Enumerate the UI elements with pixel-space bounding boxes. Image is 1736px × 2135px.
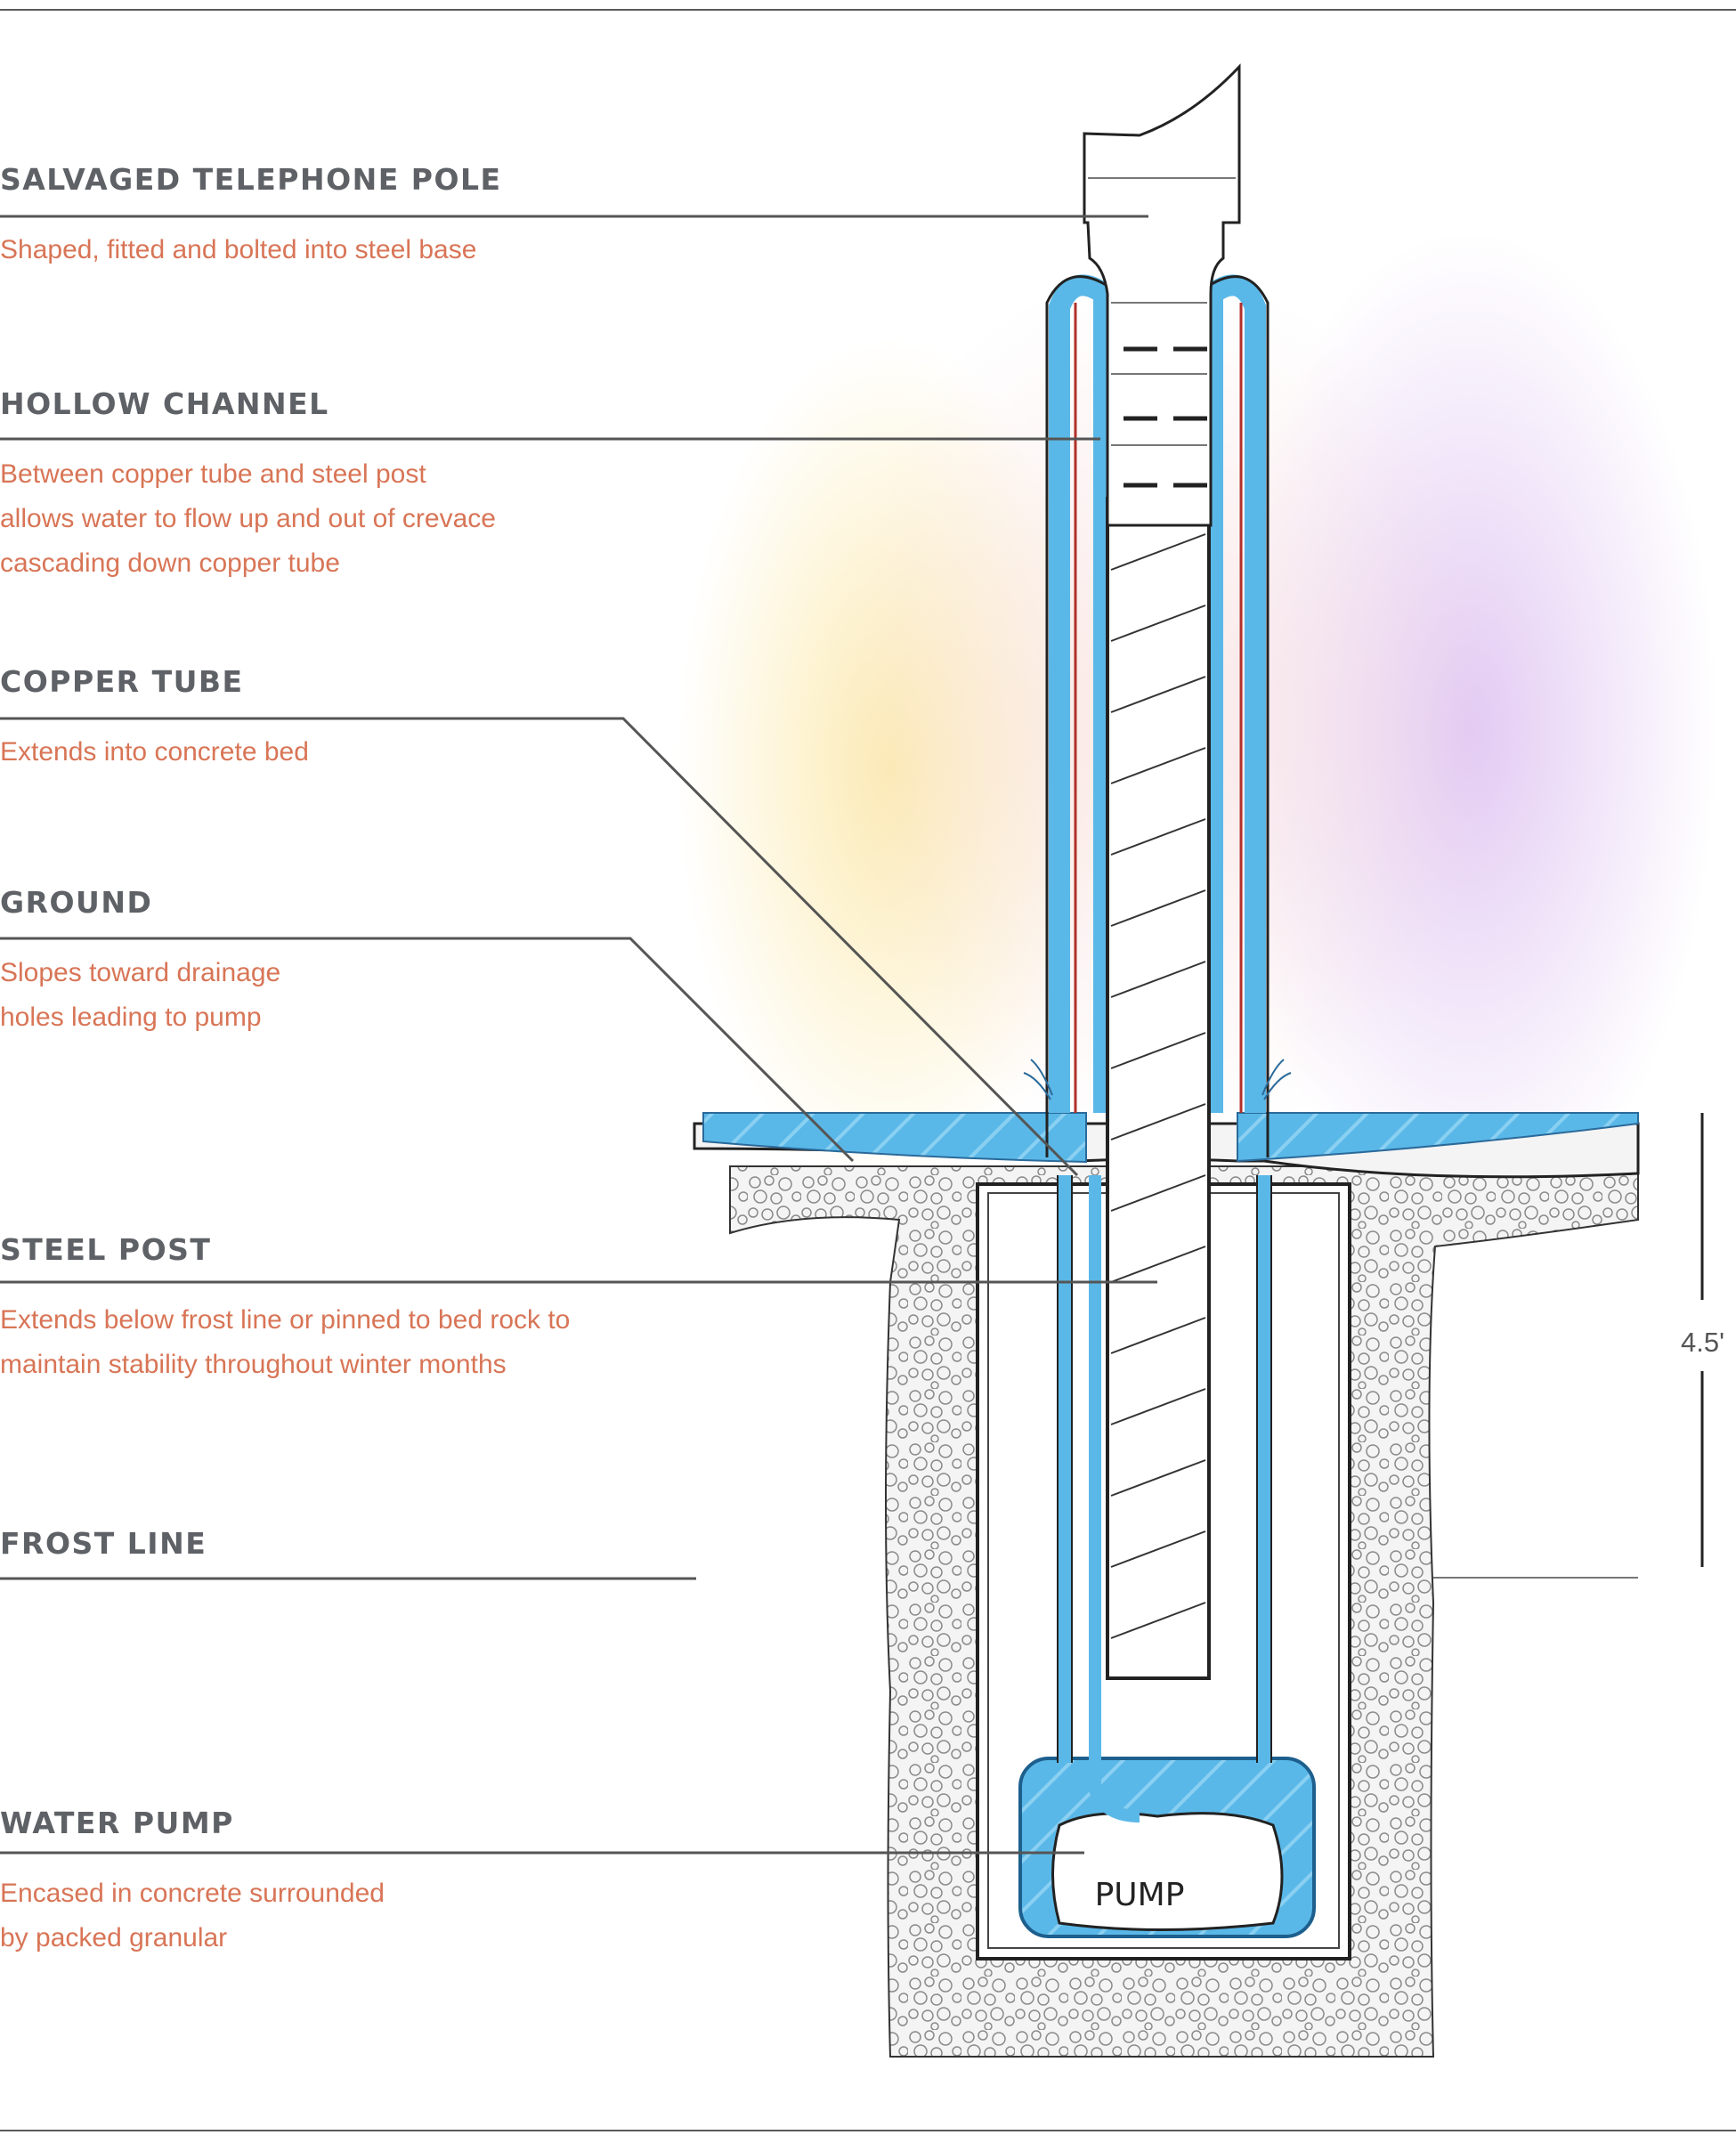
annotation-line: cascading down copper tube [0, 548, 340, 578]
annotation-line: Encased in concrete surrounded [0, 1879, 385, 1908]
annotation-title: WATER PUMP [0, 1806, 234, 1840]
copper-tube-left-outline [1045, 275, 1114, 1157]
annotation-title: HOLLOW CHANNEL [0, 386, 329, 421]
annotation-ground: GROUND Slopes toward drainage holes lead… [0, 885, 280, 1040]
annotation-line: allows water to flow up and out of creva… [0, 504, 496, 533]
annotation-description: Extends below frost line or pinned to be… [0, 1298, 570, 1387]
annotation-hollow-channel: HOLLOW CHANNEL Between copper tube and s… [0, 386, 496, 586]
annotation-title: SALVAGED TELEPHONE POLE [0, 162, 502, 197]
annotation-title: FROST LINE [0, 1526, 207, 1561]
copper-tube-right [1202, 274, 1266, 1113]
annotation-line: Extends into concrete bed [0, 737, 309, 767]
water-splash-right [1261, 1059, 1292, 1100]
annotation-line: maintain stability throughout winter mon… [0, 1350, 507, 1379]
ground-water [1237, 1112, 1639, 1163]
steel-post [1106, 497, 1211, 1680]
annotation-description: Shaped, fitted and bolted into steel bas… [0, 228, 502, 272]
annotation-steel-post: STEEL POST Extends below frost line or p… [0, 1232, 570, 1387]
annotation-line: Slopes toward drainage [0, 958, 281, 987]
depth-dimension-label: 4.5' [1681, 1327, 1725, 1358]
telephone-pole [1083, 63, 1241, 527]
riser-pipe [1089, 1175, 1140, 1822]
annotation-description: Slopes toward drainage holes leading to … [0, 951, 280, 1040]
copper-tube-left [1049, 274, 1115, 1113]
annotation-line: Extends below frost line or pinned to be… [0, 1305, 571, 1335]
annotation-line: holes leading to pump [0, 1003, 262, 1032]
bottom-border [0, 2130, 1736, 2131]
annotation-title: GROUND [0, 885, 153, 920]
steel-post-hatching [1110, 533, 1206, 1639]
annotation-line: Shaped, fitted and bolted into steel bas… [0, 235, 477, 264]
pole-bolts [1124, 346, 1207, 488]
annotation-line: by packed granular [0, 1923, 228, 1952]
annotation-title: STEEL POST [0, 1232, 212, 1267]
ground-water [702, 1112, 1087, 1164]
leader-line-ground [0, 937, 855, 1163]
leader-line-copper-tube [0, 717, 1079, 1177]
annotation-description: Between copper tube and steel post allow… [0, 452, 496, 586]
annotation-frost-line: FROST LINE [0, 1526, 207, 1562]
annotation-description: Extends into concrete bed [0, 730, 309, 775]
telephone-pole-grain [1088, 177, 1236, 446]
water-splash-left [1023, 1059, 1053, 1100]
annotation-description: Encased in concrete surrounded by packed… [0, 1871, 385, 1960]
annotation-title: COPPER TUBE [0, 664, 244, 699]
pump [1051, 1812, 1284, 1931]
annotation-copper-tube: COPPER TUBE Extends into concrete bed [0, 664, 309, 775]
annotation-water-pump: WATER PUMP Encased in concrete surrounde… [0, 1806, 385, 1960]
leader-lines [0, 215, 1157, 1855]
annotation-salvaged-telephone-pole: SALVAGED TELEPHONE POLE Shaped, fitted a… [0, 162, 502, 272]
annotation-line: Between copper tube and steel post [0, 459, 426, 489]
pump-label: PUMP [1095, 1877, 1185, 1913]
top-border [0, 9, 1736, 11]
copper-tube-right-outline [1203, 275, 1270, 1157]
